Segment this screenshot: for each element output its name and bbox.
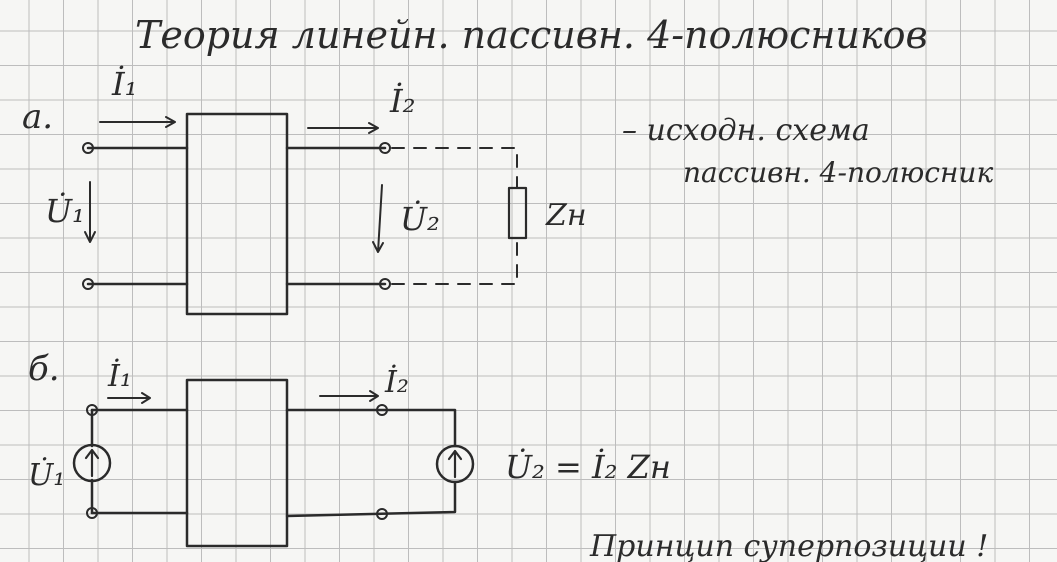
diagram-a-terminal-1	[82, 142, 94, 154]
diagram-b-output-source-arrow	[447, 449, 463, 479]
diagram-a-voltage-out-arrow	[372, 184, 384, 253]
diagram-b-voltage-in-label: U̇₁	[28, 458, 65, 493]
diagram-b-output-source-circle	[435, 444, 475, 484]
diagram-b-terminal-1	[86, 404, 98, 416]
diagram-b-terminal-2prime	[376, 508, 388, 520]
diagram-a-load-resistor	[507, 186, 528, 240]
diagram-b-current-in-arrow	[107, 392, 151, 404]
superposition-note: Принцип суперпозиции !	[589, 529, 988, 562]
diagram-b-input-source-circle	[72, 443, 112, 483]
diagram-a-current-in-arrow	[99, 116, 176, 128]
diagram-a-note-line2: пассивн. 4-полюсник	[683, 156, 993, 189]
diagram-a-load-label: Zн	[545, 198, 587, 233]
diagram-a-dashed-bottom-wire	[391, 237, 518, 285]
diagram-b-terminal-2	[376, 404, 388, 416]
diagram-b-output-top-wire	[285, 408, 457, 448]
diagram-a-two-port-box	[185, 112, 289, 316]
diagram-a-note-line1: – исходн. схема	[622, 113, 870, 148]
diagram-a-terminal-2	[379, 142, 391, 154]
diagram-a-voltage-in-label: U̇₁	[45, 192, 85, 230]
diagram-b-equation: U̇₂ = İ₂ Zн	[505, 448, 671, 486]
diagram-b-output-bottom-wire	[285, 480, 457, 518]
diagram-a-current-out-arrow	[307, 122, 379, 134]
diagram-b-label: б.	[28, 349, 60, 389]
diagram-a-voltage-out-label: U̇₂	[400, 200, 440, 238]
diagram-b-current-in-label: İ₁	[107, 358, 132, 394]
diagram-a-terminal-1prime	[82, 278, 94, 290]
diagram-a-voltage-in-arrow	[84, 181, 96, 243]
diagram-b-current-out-arrow	[319, 390, 379, 402]
page-title: Теория линейн. пассивн. 4-полюсников	[135, 13, 928, 57]
diagram-a-current-out-label: İ₂	[389, 82, 415, 120]
diagram-b-two-port-box	[185, 378, 289, 548]
diagram-a-terminal-2prime	[379, 278, 391, 290]
diagram-a-dashed-top-wire	[391, 147, 518, 189]
diagram-a-label: а.	[22, 97, 53, 137]
diagram-b-input-source-arrow	[84, 448, 100, 478]
diagram-b-current-out-label: İ₂	[384, 364, 409, 400]
diagram-a-current-in-label: İ₁	[111, 65, 137, 103]
diagram-b-terminal-1prime	[86, 507, 98, 519]
